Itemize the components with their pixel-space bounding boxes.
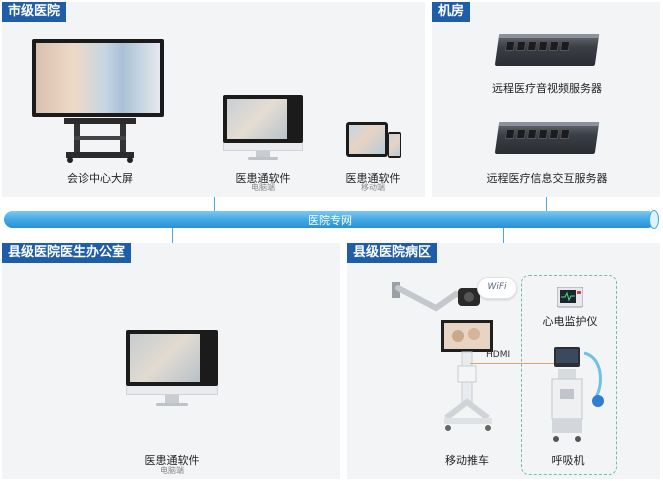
av-server-bay xyxy=(515,41,527,51)
av-server-bay xyxy=(548,41,560,51)
ventilator-icon xyxy=(551,347,604,442)
pc-monitor-top-neck xyxy=(256,151,270,157)
av-server-bay xyxy=(504,41,516,51)
connector-city xyxy=(214,197,215,211)
connector-ward xyxy=(503,228,504,243)
tablet-image xyxy=(349,125,385,154)
screen-stand-icon xyxy=(64,118,136,163)
info-server-bay xyxy=(559,129,571,139)
pc-monitor-bottom xyxy=(126,330,218,386)
network-label: 医院专网 xyxy=(308,214,352,227)
info-server-bay xyxy=(526,129,538,139)
mobile-software-sub: 移动端 xyxy=(361,183,385,192)
info-server-bay xyxy=(548,129,560,139)
medical-device-group xyxy=(521,275,617,475)
info-server xyxy=(494,122,600,154)
pc-monitor-bottom-image xyxy=(130,334,200,382)
hospital-network-bar: 医院专网 xyxy=(4,210,659,229)
info-server-bay xyxy=(537,129,549,139)
pc-monitor-bottom-neck xyxy=(165,395,179,403)
pc-software-top-sub: 电脑端 xyxy=(251,183,275,192)
wifi-badge: WiFi xyxy=(477,277,517,299)
hdmi-label: HDMI xyxy=(486,350,511,360)
connector-machine xyxy=(546,197,547,211)
machine-room-panel: 机房 xyxy=(432,2,660,197)
mobile-cart-label: 移动推车 xyxy=(445,454,489,467)
ventilator-label: 呼吸机 xyxy=(551,454,585,467)
pc-monitor-bottom-foot xyxy=(156,403,188,406)
pc-monitor-top-chin xyxy=(223,143,303,151)
mobile-cart-icon xyxy=(392,282,493,431)
info-server-bay xyxy=(515,129,527,139)
connector-office xyxy=(172,228,173,243)
pc-software-bottom-sub: 电脑端 xyxy=(160,466,184,475)
av-server-lip xyxy=(498,34,600,38)
phone-image xyxy=(389,134,400,156)
county-ward-title: 县级医院病区 xyxy=(347,243,438,263)
av-server-bay xyxy=(526,41,538,51)
phone xyxy=(388,132,401,158)
tablet xyxy=(346,122,388,157)
pc-monitor-top-image xyxy=(227,99,287,139)
pc-software-bottom-label: 医患通软件 xyxy=(144,454,200,467)
pc-monitor-top xyxy=(223,95,303,143)
pc-monitor-bottom-chin xyxy=(126,386,218,395)
consult-screen xyxy=(32,39,164,117)
av-server-label: 远程医疗音视频服务器 xyxy=(492,82,602,95)
info-server-bay xyxy=(504,129,516,139)
ecg-monitor-icon xyxy=(557,287,583,308)
av-server-bay xyxy=(559,41,571,51)
county-office-title: 县级医院医生办公室 xyxy=(2,243,132,263)
city-hospital-title: 市级医院 xyxy=(2,2,67,22)
av-server xyxy=(494,34,600,66)
av-server-bay xyxy=(537,41,549,51)
pc-software-top-label: 医患通软件 xyxy=(235,172,291,185)
consult-screen-label: 会诊中心大屏 xyxy=(67,172,133,185)
wifi-icon: WiFi xyxy=(487,282,507,292)
info-server-lip xyxy=(498,122,600,126)
machine-room-title: 机房 xyxy=(432,2,471,22)
network-bar-end xyxy=(649,210,659,229)
consult-screen-image xyxy=(36,43,160,113)
info-server-label: 远程医疗信息交互服务器 xyxy=(486,172,608,185)
ecg-monitor-label: 心电监护仪 xyxy=(542,315,598,328)
pc-monitor-top-foot xyxy=(248,157,278,160)
hdmi-connection xyxy=(470,363,556,364)
mobile-software-label: 医患通软件 xyxy=(345,172,401,185)
